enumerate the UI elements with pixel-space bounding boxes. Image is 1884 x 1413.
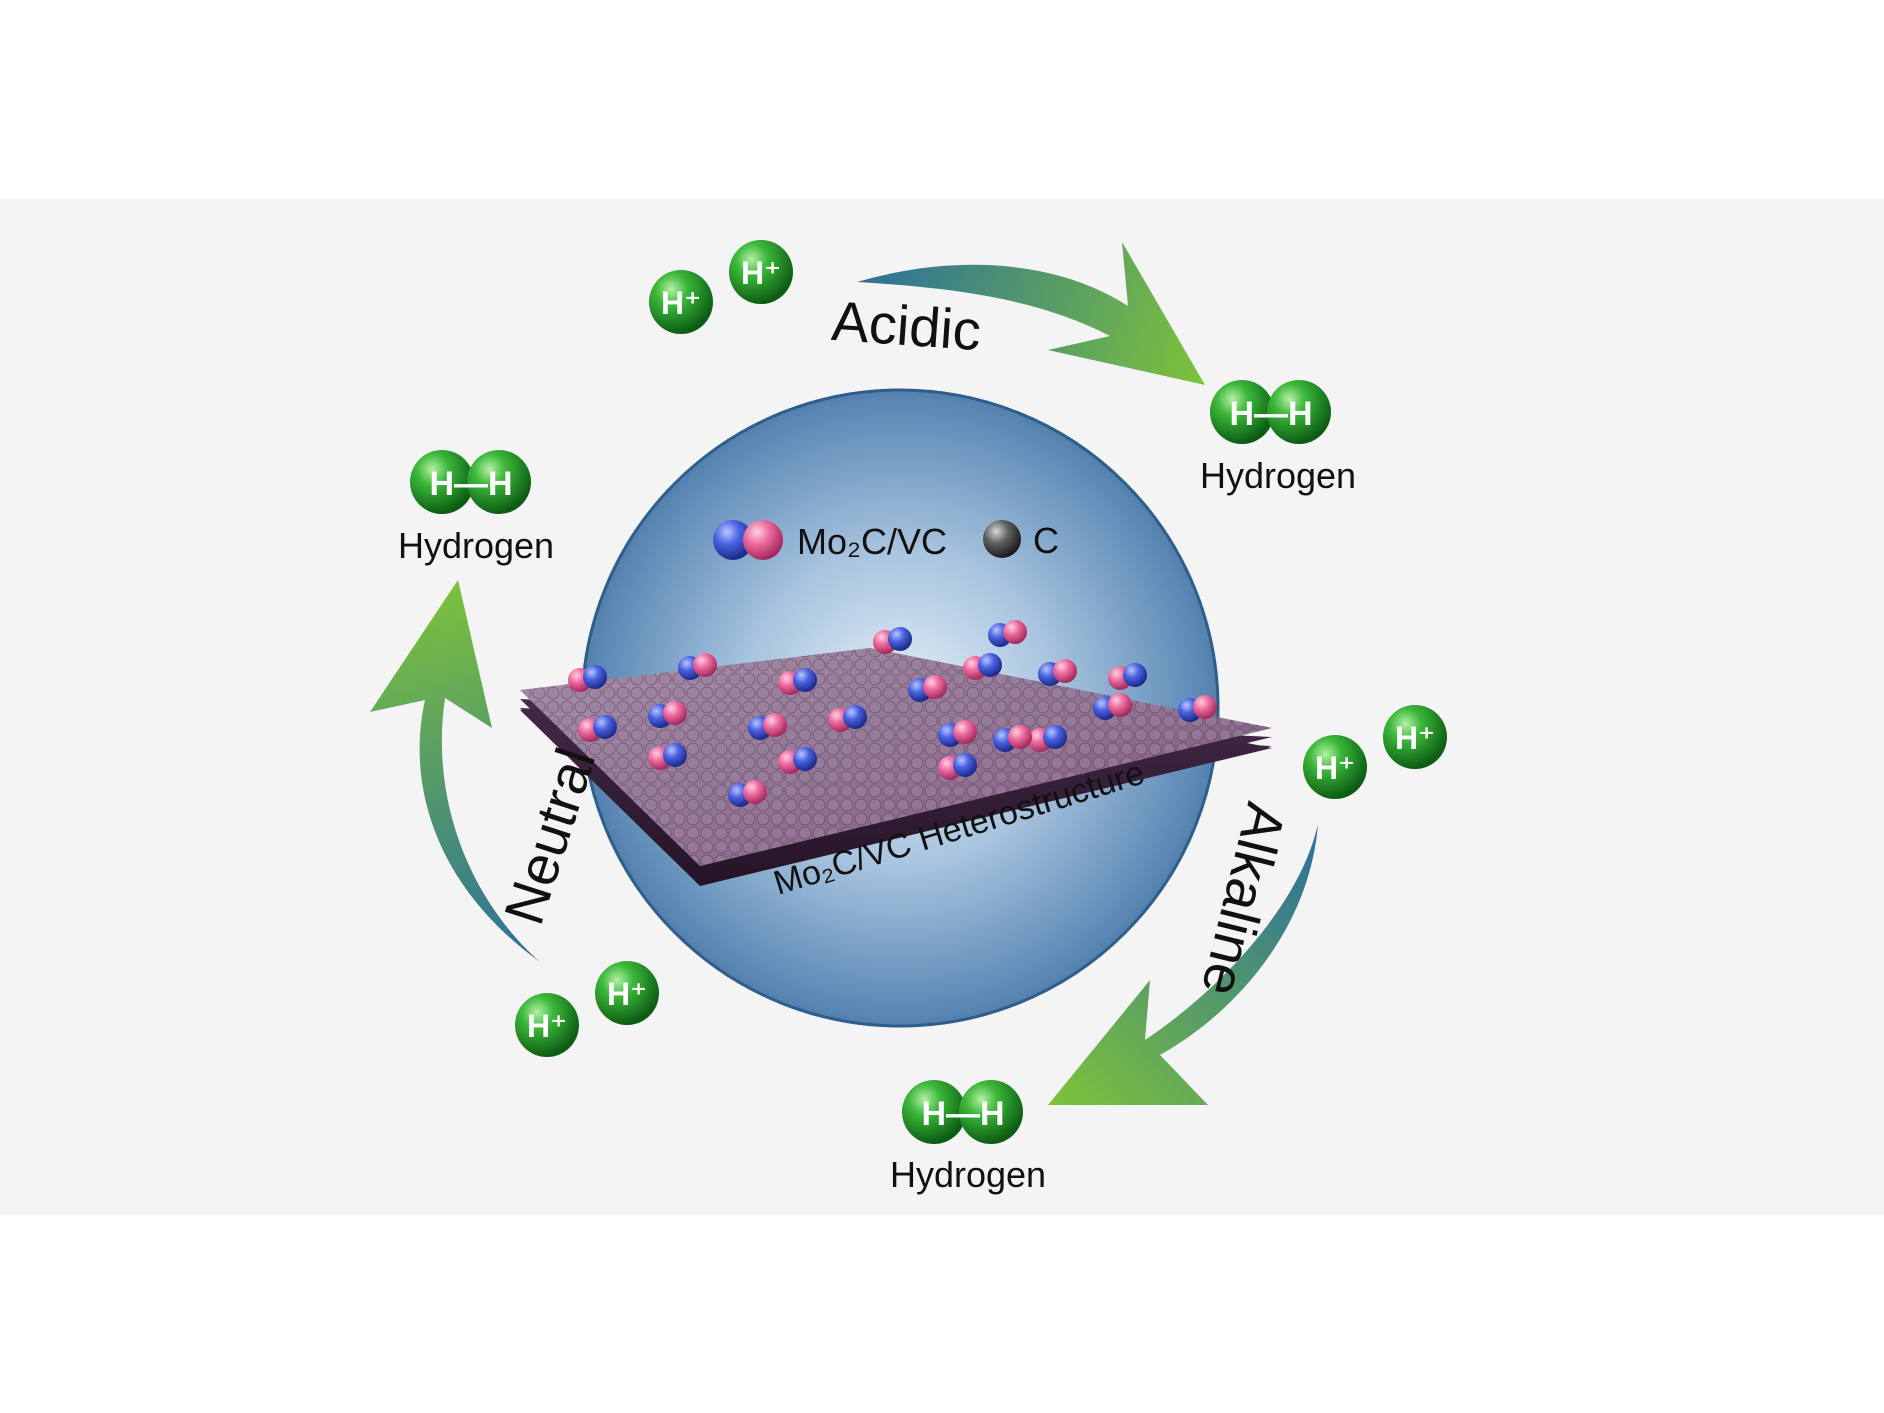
nanoparticle xyxy=(728,780,767,807)
nanoparticle xyxy=(778,668,817,695)
proton-label: H⁺ xyxy=(1395,720,1435,756)
nanoparticle xyxy=(938,720,977,747)
proton-atom: H⁺ xyxy=(729,240,793,304)
product-label: Hydrogen xyxy=(890,1154,1046,1195)
nanoparticle xyxy=(578,715,617,742)
nanoparticle xyxy=(938,753,977,780)
nanoparticle xyxy=(1028,725,1067,752)
proton-label: H⁺ xyxy=(607,976,647,1012)
carbon-sheet xyxy=(520,648,1272,886)
legend-heterostructure: Mo₂C/VC xyxy=(713,520,947,562)
nanoparticle xyxy=(993,725,1032,752)
nanoparticle xyxy=(568,665,607,692)
nanoparticle xyxy=(988,620,1027,647)
neutral-arrow xyxy=(370,580,540,962)
nanoparticle xyxy=(1178,695,1217,722)
legend-carbon: C xyxy=(983,520,1059,561)
nanoparticle xyxy=(678,653,717,680)
hydrogen-molecule-alkaline: H—H Hydrogen xyxy=(890,1080,1046,1195)
nanoparticle xyxy=(1093,693,1132,720)
nanoparticles xyxy=(568,620,1217,807)
nanoparticle xyxy=(963,653,1002,680)
neutral-label: Neutral xyxy=(492,740,608,931)
hydrogen-molecule-acidic: H—H Hydrogen xyxy=(1200,380,1356,496)
nanoparticle xyxy=(873,627,912,654)
acidic-label: Acidic xyxy=(830,289,983,362)
product-label: Hydrogen xyxy=(398,525,554,566)
proton-atom: H⁺ xyxy=(1383,705,1447,769)
nanoparticle xyxy=(648,701,687,728)
proton-label: H⁺ xyxy=(527,1008,567,1044)
proton-label: H⁺ xyxy=(661,285,701,321)
proton-label: H⁺ xyxy=(741,255,781,291)
nanoparticle xyxy=(648,743,687,770)
proton-label: H⁺ xyxy=(1315,750,1355,786)
alkaline-label: Alkaline xyxy=(1190,797,1299,1003)
nanoparticle xyxy=(1108,663,1147,690)
nanoparticle xyxy=(748,713,787,740)
molecule-label: H—H xyxy=(921,1095,1004,1133)
carbon-atom-icon xyxy=(983,520,1021,558)
legend-heterostructure-label: Mo₂C/VC xyxy=(797,521,947,562)
legend-carbon-label: C xyxy=(1033,520,1059,561)
proton-atom: H⁺ xyxy=(515,993,579,1057)
nanoparticle xyxy=(778,747,817,774)
proton-atom: H⁺ xyxy=(1303,735,1367,799)
mo2c-atom-icon xyxy=(743,520,783,560)
product-label: Hydrogen xyxy=(1200,455,1356,496)
nanoparticle xyxy=(1038,659,1077,686)
proton-atom: H⁺ xyxy=(649,270,713,334)
proton-atom: H⁺ xyxy=(595,961,659,1025)
nanoparticle xyxy=(908,675,947,702)
acidic-arrow xyxy=(857,242,1205,385)
molecule-label: H—H xyxy=(429,465,512,503)
vc-atom-icon xyxy=(713,520,753,560)
molecule-label: H—H xyxy=(1229,395,1312,433)
nanoparticle xyxy=(828,705,867,732)
alkaline-arrow xyxy=(1048,824,1318,1105)
hydrogen-molecule-neutral: H—H Hydrogen xyxy=(398,450,554,566)
